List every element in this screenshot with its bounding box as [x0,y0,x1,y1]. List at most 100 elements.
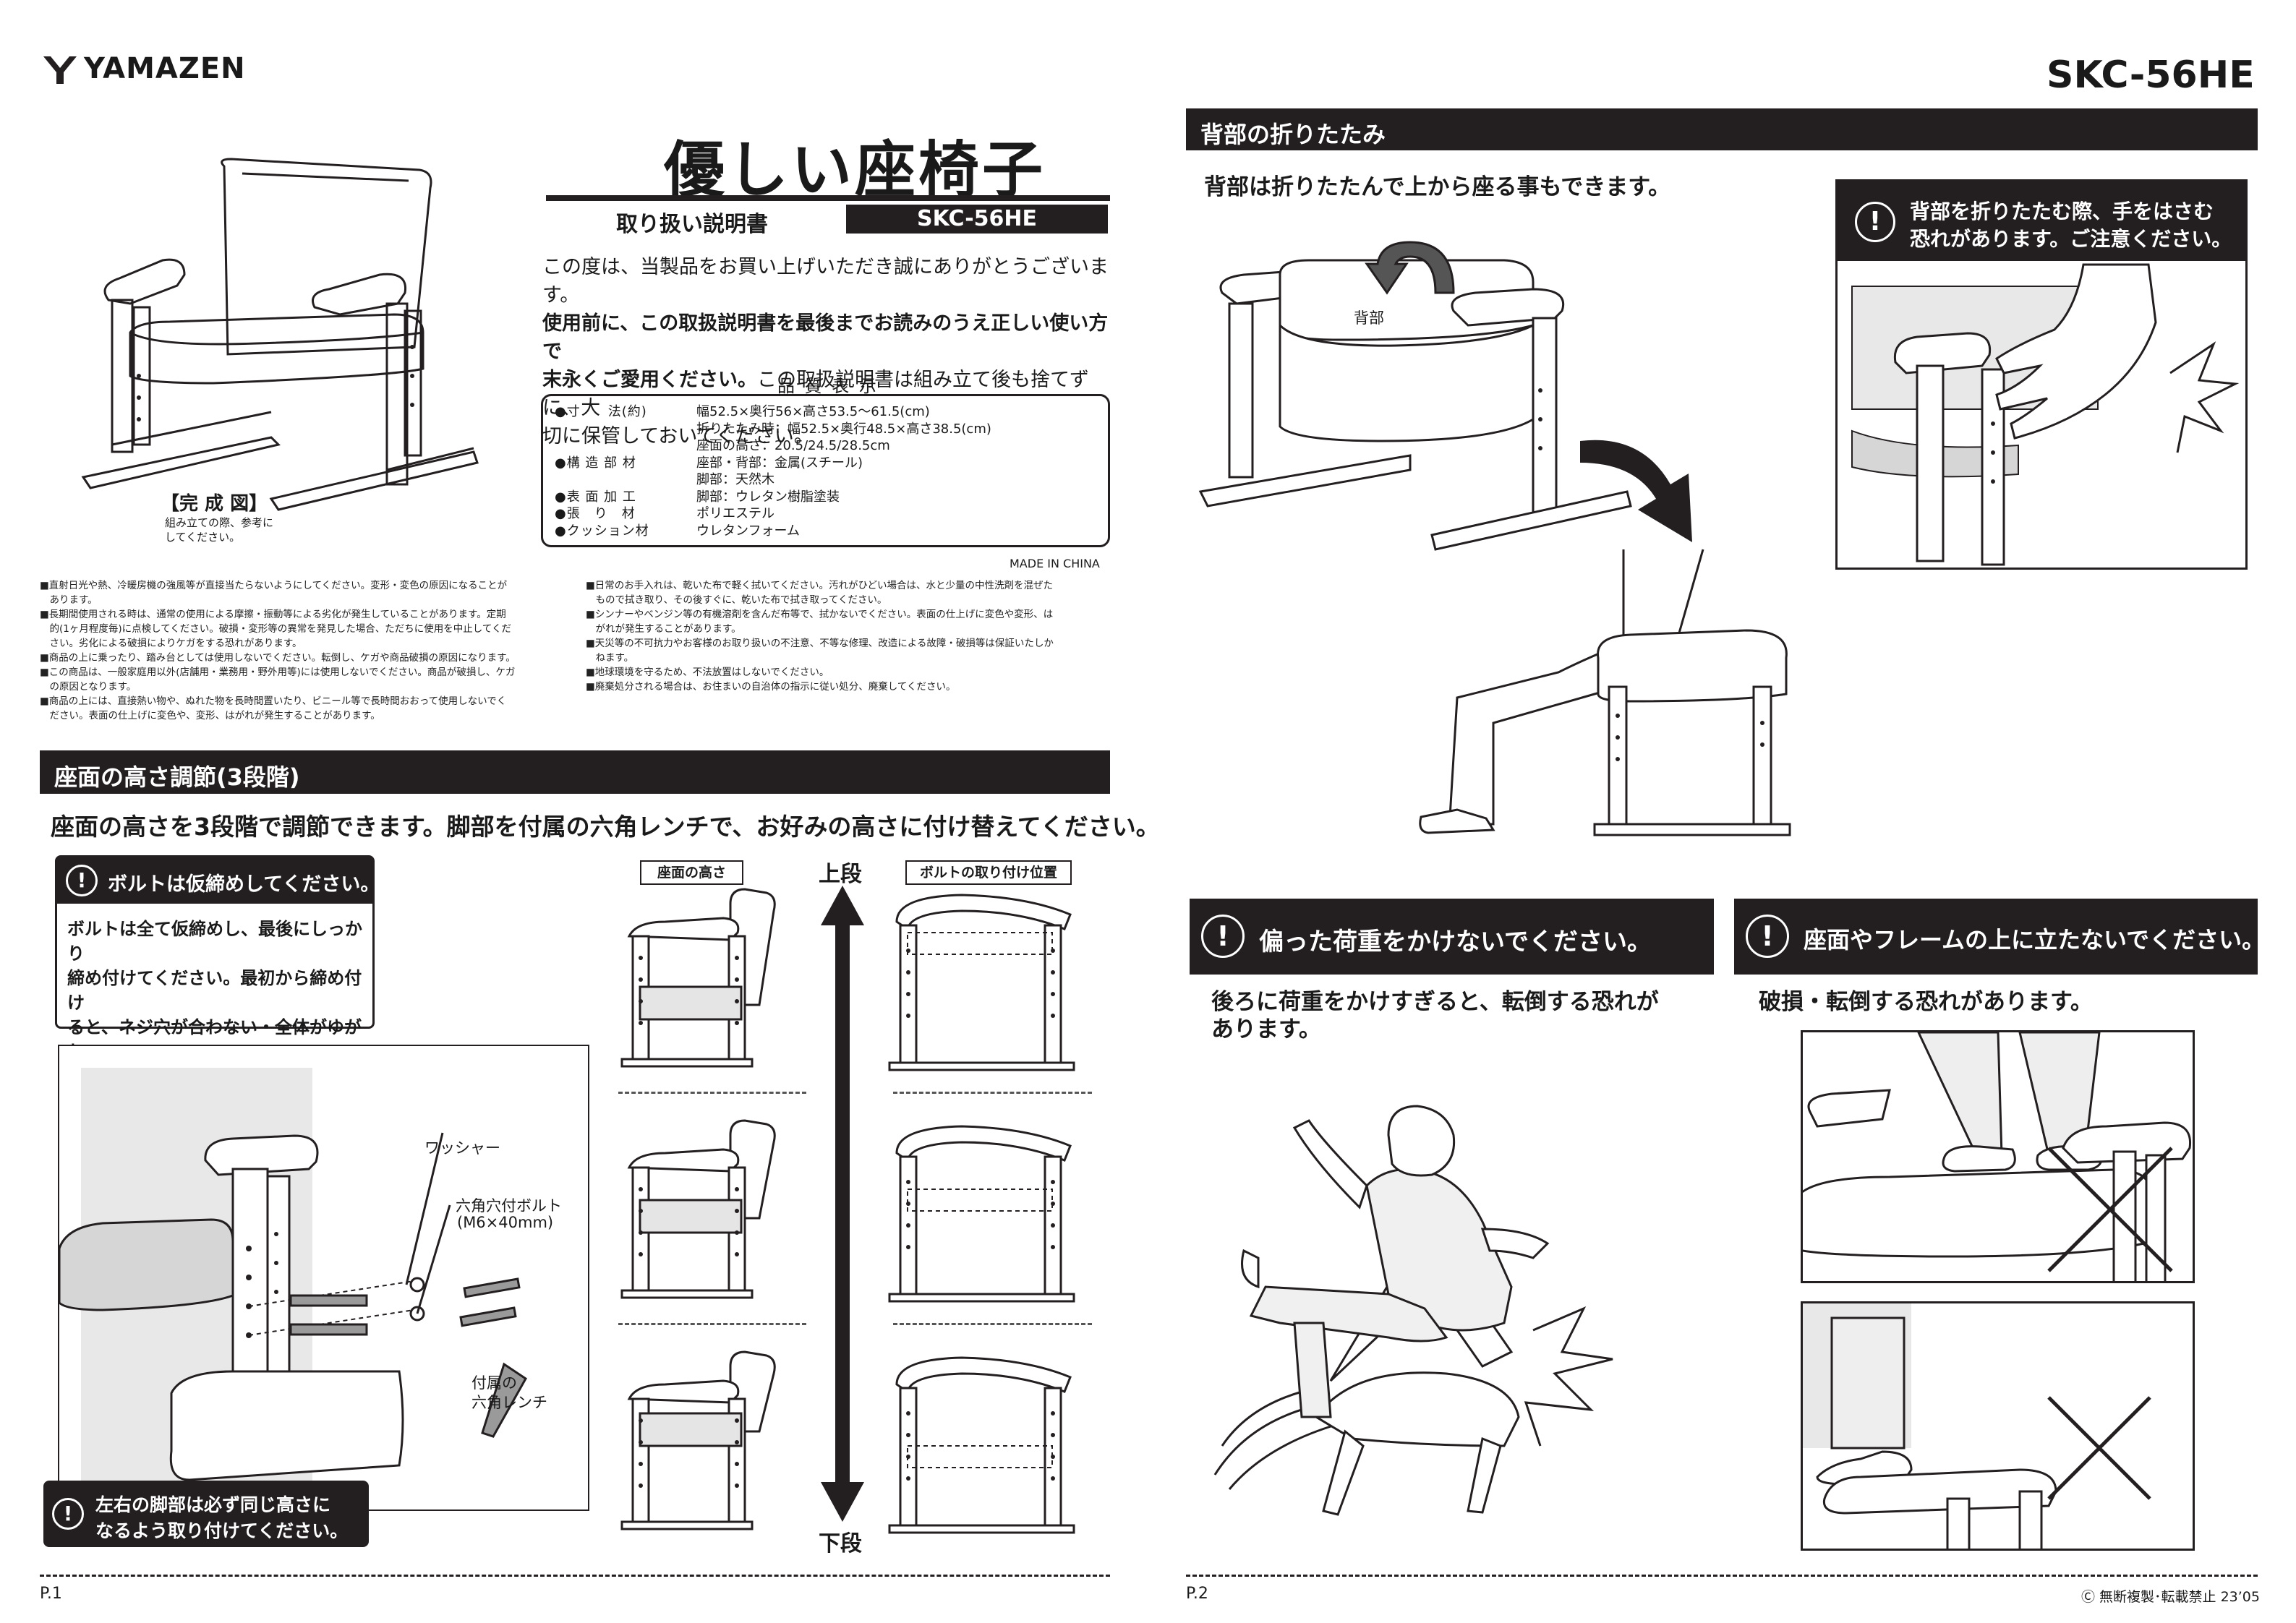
caution-bolt-head: ! ボルトは仮締めしてください。 [57,857,380,904]
bolt-position-marker [907,1189,1053,1212]
back-label: 背部 [1354,309,1384,327]
quality-row-value: ポリエステル [696,506,774,521]
lower-label: 下段 [819,1531,862,1556]
height-level-1 [620,888,776,1068]
seat-block [639,1199,743,1234]
quality-row-label: ●構 造 部 材 [555,455,636,471]
stand-on-seat-illustration [1803,1032,2192,1281]
section-fold-title: 背部の折りたたみ [1200,121,1386,148]
completed-chair-illustration [81,158,479,511]
notes-right: ■日常のお手入れは、乾いた布で軽く拭いてください。汚れがひどい場合は、水と少量の… [586,578,1114,694]
brand-name: YAMAZEN [84,52,246,85]
quality-row-value: 座面の高さ：20.5/24.5/28.5cm [696,438,890,453]
height-level-2 [620,1119,776,1299]
page-number-1: P.1 [40,1585,62,1603]
upper-label: 上段 [819,862,862,887]
note-line: ■日常のお手入れは、乾いた布で軽く拭いてください。汚れがひどい場合は、水と少量の… [586,580,1054,591]
note-line: ■商品の上に乗ったり、踏み台としては使用しないでください。転倒し、ケガや商品破損… [40,652,516,664]
hand-pinch-illustration [1851,263,2240,566]
note-line: がれが発生することがあります。 [586,623,741,635]
assembly-illustration-box: ワッシャー 六角穴付ボルト (M6×40mm) 付属の 六角レンチ [58,1045,589,1511]
seat-block [639,985,743,1021]
notes-left: ■直射日光や熱、冷暖房機の強風等が直接当たらないようにしてください。変形・変色の… [40,578,575,723]
caution-body-line: 締め付けてください。最初から締め付け [67,968,362,1013]
intro-line-3-rest: この取扱説明書は組み立て後も捨てずに、大 [542,369,1089,419]
height-diagram [620,888,1075,1534]
caution-legs-box: ! 左右の脚部は必ず同じ高さに なるよう取り付けてください。 [43,1481,369,1547]
height-level-3 [620,1350,776,1530]
completed-note-1: 組み立ての際、参考に [165,516,274,529]
quality-row: 折りたたみ時：幅52.5×奥行48.5×高さ38.5(cm) [555,421,1096,438]
stand-seat-box [1801,1030,2195,1283]
quality-row: ●張 り 材ポリエステル [555,505,1096,523]
quality-row-value: 脚部：ウレタン樹脂塗装 [696,489,840,505]
quality-row: ●寸 法(約)幅52.5×奥行56×高さ53.5～61.5(cm) [555,403,1096,421]
quality-row-label: ●表 面 加 工 [555,489,636,505]
bolt-level-3 [888,1356,1075,1534]
note-line: あります。 [40,594,98,606]
caution-legs-line-2: なるよう取り付けてください。 [95,1520,349,1541]
quality-heading: 品 質 表 示 [777,376,879,396]
quality-row-value: 折りたたみ時：幅52.5×奥行48.5×高さ38.5(cm) [696,421,991,437]
caution-hand-line-2: 恐れがあります。ご注意ください。 [1910,227,2232,251]
caution-icon: ! [1855,202,1895,242]
bolt-label-1: 六角穴付ボルト [456,1197,562,1215]
section-load-bar: ! 偏った荷重をかけないでください。 [1190,899,1714,975]
section-load-title: 偏った荷重をかけないでください。 [1259,928,1652,956]
note-line: 的(1ヶ月程度毎)に点検してください。破損・変形等の異常を発見した場合、ただちに… [40,623,512,635]
quality-row: 座面の高さ：20.5/24.5/28.5cm [555,437,1096,455]
caution-hand-line-1: 背部を折りたたむ際、手をはさむ [1910,200,2214,223]
completed-label: 【完 成 図】 [161,493,268,515]
divider-dash-4 [893,1323,1092,1325]
bolt-level-1 [888,894,1075,1071]
caution-bolt-box: ! ボルトは仮締めしてください。 ボルトは全て仮締めし、最後にしっかり締め付けて… [55,855,380,1087]
tag-bolt-position: ボルトの取り付け位置 [905,860,1072,885]
wrench-label-2: 六角レンチ [471,1394,547,1411]
intro-line-1: この度は、当製品をお買い上げいただき誠にありがとうございます。 [542,256,1109,307]
section-stand-bar: ! 座面やフレームの上に立たないでください。 [1734,899,2265,975]
intro-line-3: 末永くご愛用ください。この取扱説明書は組み立て後も捨てずに、大 [542,366,1121,422]
quality-table: ●寸 法(約)幅52.5×奥行56×高さ53.5～61.5(cm)折りたたみ時：… [541,394,1110,547]
stand-frame-box [1801,1301,2195,1551]
section-load-body-2: あります。 [1211,1016,1321,1042]
caution-body-line: ると、ネジ穴が合わない・全体がゆがむ [67,1017,362,1062]
copyright: Ⓒ 無断複製･転載禁止 23’05 [2081,1589,2260,1605]
leg-assembly-illustration [58,1068,527,1487]
divider-dash-1 [618,1092,806,1094]
model-top: SKC-56HE [2047,53,2255,97]
caution-icon: ! [1201,915,1245,958]
stand-on-frame-illustration [1803,1303,2151,1549]
title-rule [546,195,1110,201]
footer-rule-1 [40,1575,1110,1577]
quality-row-label [555,437,696,455]
caution-body-line: ボルトは全て仮締めし、最後にしっかり [67,919,362,964]
note-line: ■この商品は、一般家庭用以外(店舗用・業務用・野外用等)には使用しないでください… [40,667,516,678]
note-line: の原因となります。 [40,681,137,693]
made-in-label: MADE IN CHINA [1010,557,1100,570]
intro-text: この度は、当製品をお買い上げいただき誠にありがとうございます。 使用前に、この取… [542,253,1121,450]
caution-hand-box: ! 背部を折りたたむ際、手をはさむ 恐れがあります。ご注意ください。 [1835,179,2248,570]
footer-rule-2 [1186,1575,2258,1577]
note-line: ■廃棄処分される場合は、お住まいの自治体の指示に従い処分、廃棄してください。 [586,681,956,693]
intro-line-2: 使用前に、この取扱説明書を最後までお読みのうえ正しい使い方で [542,312,1109,363]
tag-seat-height: 座面の高さ [640,860,743,885]
page-number-2: P.2 [1186,1585,1208,1603]
caution-icon: ! [66,865,98,896]
quality-row-value: 幅52.5×奥行56×高さ53.5～61.5(cm) [696,404,930,419]
section-stand-body: 破損・転倒する恐れがあります。 [1759,989,2093,1015]
folded-chair-illustration [1198,259,1632,551]
note-line: ■シンナーやベンジン等の有機溶剤を含んだ布等で、拭かないでください。表面の仕上げ… [586,609,1054,620]
bolt-label-2: (M6×40mm) [457,1214,554,1231]
section-height-adjust-lead: 座面の高さを3段階で調節できます。脚部を付属の六角レンチで、お好みの高さに付け替… [51,813,1160,841]
section-stand-title: 座面やフレームの上に立たないでください。 [1804,926,2266,954]
caution-legs-line-1: 左右の脚部は必ず同じ高さに [95,1494,331,1515]
quality-row-label: ●クッション材 [555,523,649,539]
washer-label: ワッシャー [424,1139,500,1157]
section-height-adjust-bar: 座面の高さ調節(3段階) [40,750,1110,794]
section-load-body-1: 後ろに荷重をかけすぎると、転倒する恐れが [1211,989,1659,1015]
completed-note-2: してください。 [165,531,241,544]
up-down-arrow-icon [821,886,864,1522]
bolt-position-marker [907,932,1053,955]
bolt-position-marker [907,1445,1053,1468]
quality-row-value: 座部・背部：金属(スチール) [696,455,863,471]
